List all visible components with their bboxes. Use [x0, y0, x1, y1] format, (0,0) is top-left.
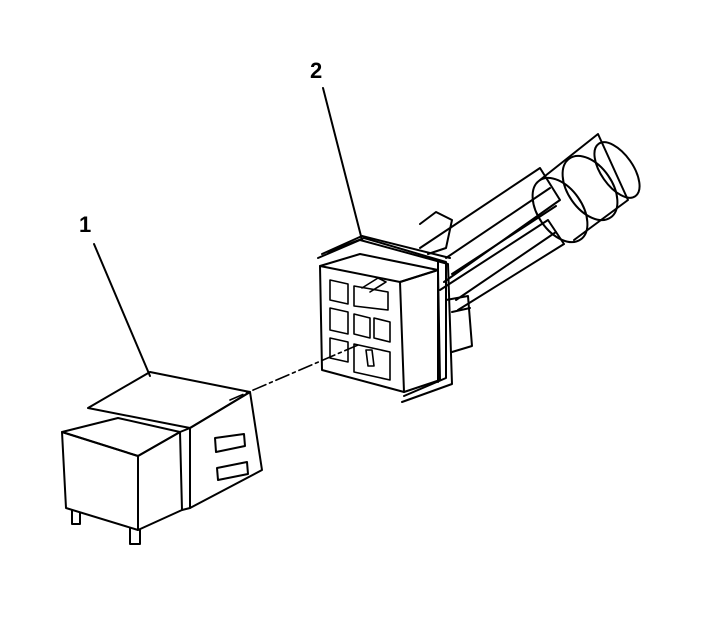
conduit-band-2 — [561, 154, 619, 222]
connector-flange-top — [321, 235, 451, 259]
relay-tab-lower — [216, 461, 249, 481]
cavity-5 — [353, 313, 371, 339]
wire-harness-lower — [439, 219, 565, 311]
connector-flange-inner — [327, 237, 447, 397]
wire-3 — [455, 231, 557, 301]
cavity-8 — [353, 343, 391, 381]
conduit-tube — [539, 133, 629, 241]
connector-top-latch — [419, 211, 453, 255]
cavity-1 — [329, 279, 349, 305]
connector-latch — [445, 295, 473, 353]
callout-2-label: 2 — [310, 58, 323, 83]
alignment-dashed-line — [229, 344, 359, 401]
cavity-6 — [373, 317, 391, 343]
relay-connector — [317, 133, 641, 403]
connector-latch-edge — [451, 307, 471, 313]
conduit-band-1 — [531, 176, 589, 244]
leader-line-2 — [322, 87, 363, 241]
relay-front-lip — [179, 427, 191, 511]
connector-face-side — [399, 269, 441, 393]
relay-pin-right — [129, 527, 141, 545]
cavity-2 — [353, 285, 389, 311]
leader-line-1 — [93, 243, 151, 377]
cavity-8-key — [365, 349, 375, 367]
relay — [61, 371, 263, 545]
relay-front-face — [61, 431, 139, 531]
relay-pin-left — [71, 509, 81, 525]
cavity-7 — [329, 337, 349, 363]
relay-tab-upper — [214, 433, 246, 453]
terminal-cavities — [329, 277, 391, 381]
cavity-2-lip — [361, 277, 387, 293]
conduit-end — [593, 141, 641, 199]
callout-1-label: 1 — [79, 212, 92, 237]
relay-front-side — [137, 431, 183, 531]
cavity-4 — [329, 307, 349, 335]
